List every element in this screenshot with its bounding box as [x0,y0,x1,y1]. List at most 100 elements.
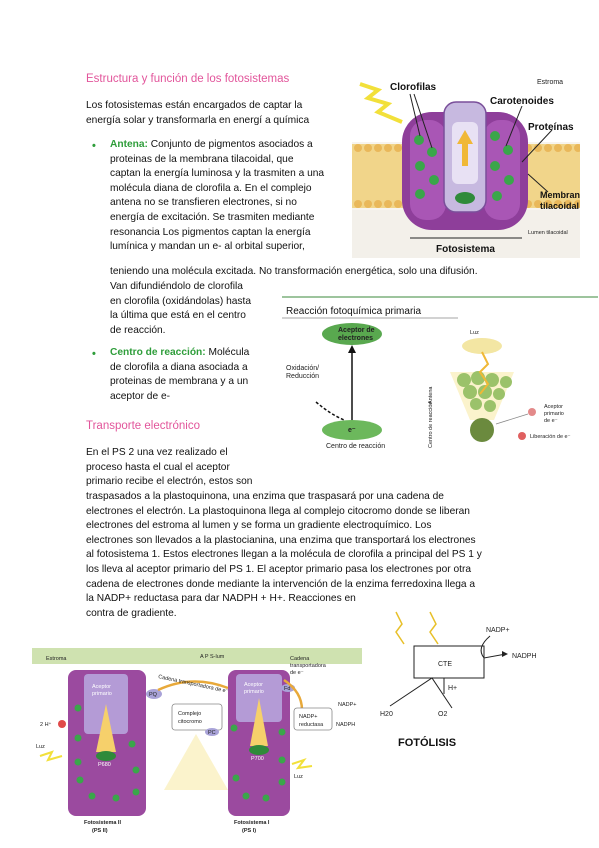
reaction-center-cluster [470,418,494,442]
label-p680: P680 [98,762,111,768]
ps1-chlorophylls [230,724,286,802]
label-estroma-fig3: Estroma [46,656,67,662]
label-h-plus: H+ [448,685,457,692]
light-ray-icon [359,82,403,124]
label-fd: Fd [284,686,290,692]
liberacion-dot [518,432,526,440]
ps1-p700 [249,745,269,755]
label-liberacion: Liberación de e⁻ [530,434,571,440]
excitation-arrow [315,401,345,421]
aceptor-arrow [495,413,529,425]
label-o2: O2 [438,711,447,718]
ps2-p680 [96,751,116,761]
label-nadph-fig4: NADPH [512,653,537,660]
label-oxidacion: Oxidación/ [286,365,319,372]
centro-blob [322,420,382,440]
nadp-reductasa-box [293,707,333,731]
label-nadp: NADP+ [338,702,357,708]
label-cadena2-2: transportadora [290,663,327,669]
label-nadp-reductasa-2: reductasa [299,722,324,728]
label-nadph: NADPH [336,722,355,728]
arrowhead-icon [502,651,508,657]
label-aceptor-ps1-1: Aceptor [244,682,263,688]
cte-box [413,645,485,679]
label-pc: PC [208,730,216,736]
label-luz-ps1: Luz [294,774,303,780]
label-h20: H20 [380,711,393,718]
figure2-title: Reacción fotoquímica primaria [286,306,421,317]
pc-carrier [205,728,219,736]
light-source-glow [462,338,502,354]
ps2-chlorophylls [74,704,140,802]
label-ps1-abbr: (PS I) [242,828,256,834]
bullet-antena: • [92,140,96,152]
cadena-arrow-1 [157,680,229,692]
ps1-energy-arrow [250,698,268,746]
label-lumen: Lumen tilacoidal [528,230,568,236]
ps1-light-icon [291,758,313,770]
intro-line: energía solar y transformarla en energí … [86,114,310,126]
ps2-energy-arrow [96,704,116,752]
label-cadena2-1: Cadena [290,656,310,662]
label-centro-vertical: Centro de reacción [428,402,434,448]
label-aceptor-primario-1: Aceptor [544,404,563,410]
label-complejo: Complejo [178,711,201,717]
label-luz-ps2: Luz [36,744,45,750]
label-aceptor-primario-2: primario [544,411,564,417]
label-aceptor-primario-3: de e⁻ [544,418,558,424]
label-2h: 2 H⁺ [40,721,52,728]
label-aceptor-ps2-2: primario [92,691,112,697]
centro-paragraph: Centro de reacción: Molécula de clorofil… [110,347,250,402]
figure-cadena-transporte: Estroma A P S-lum Aceptor primario P680 … [32,648,362,834]
pq-carrier [146,689,162,699]
light-ray-icon-2 [429,611,439,645]
label-clorofilas: Clorofilas [390,82,437,93]
label-aceptor-ps1-2: primario [244,689,264,695]
label-tilacoidal: tilacoidal [540,201,579,211]
stroma-band [32,648,362,664]
arrowhead-icon [348,345,356,353]
energy-path-icon [478,351,490,395]
label-nadp-fig4: NADP+ [486,627,510,634]
label-nadp-reductasa-1: NADP+ [299,714,318,720]
figure-reaccion-fotoquimica: Reacción fotoquímica primaria Aceptor de… [282,296,598,450]
label-pq: PQ [149,692,158,698]
label-electron: e⁻ [348,427,356,434]
label-antena-vertical: Antena [428,386,434,404]
label-lumen-fig3: A P S-lum [200,654,225,660]
label-ps1-name: Fotosistema I [234,820,270,826]
label-reduccion: Reducción [286,373,319,380]
antena-paragraph-cont: Van difundiéndolo de clorofila en clorof… [110,281,252,336]
label-citocromo: citocromo [178,719,202,725]
section-heading-fotosistemas: Estructura y función de los fotosistemas [86,73,290,85]
photolysis-arrows [389,677,453,709]
label-aceptor-ps2-1: Aceptor [92,684,111,690]
label-fotosistema: Fotosistema [436,244,495,255]
label-electrones: electrones [338,335,373,342]
ps2-light-icon [39,750,63,762]
label-estroma: Estroma [537,79,563,86]
label-ps2-abbr: (PS II) [92,828,108,834]
label-arrows [409,93,553,193]
label-proteinas: Proteínas [528,122,574,133]
fotolisis-caption: FOTÓLISIS [398,736,456,748]
light-beam [164,734,228,790]
chlorophyll-dots [414,131,514,201]
aceptor-primario-dot [528,408,536,416]
complejo-citocromo-box [171,703,223,731]
light-ray-icon-1 [395,611,405,645]
bullet-centro: • [92,348,96,360]
aceptor-blob [322,323,382,345]
label-membrana: Membrana [540,190,580,200]
antena-line-wide: teniendo una molécula excitada. No trans… [110,266,478,277]
intro-line: Los fotosistemas están encargados de cap… [86,100,303,111]
antena-label: Antena: [110,139,148,150]
section-heading-transporte: Transporte electrónico [86,420,200,432]
label-cte: CTE [438,661,452,668]
cadena-arrow-2 [283,678,304,711]
centro-label: Centro de reacción: [110,347,206,358]
label-aceptor-de: Aceptor de [338,327,375,334]
transporte-paragraph-top: En el PS 2 una vez realizado el proceso … [86,447,253,488]
label-carotenoides: Carotenoides [490,96,554,107]
figure-fotolisis: CTE NADP+ NADPH H+ H20 O2 FOTÓLISIS [380,611,537,748]
